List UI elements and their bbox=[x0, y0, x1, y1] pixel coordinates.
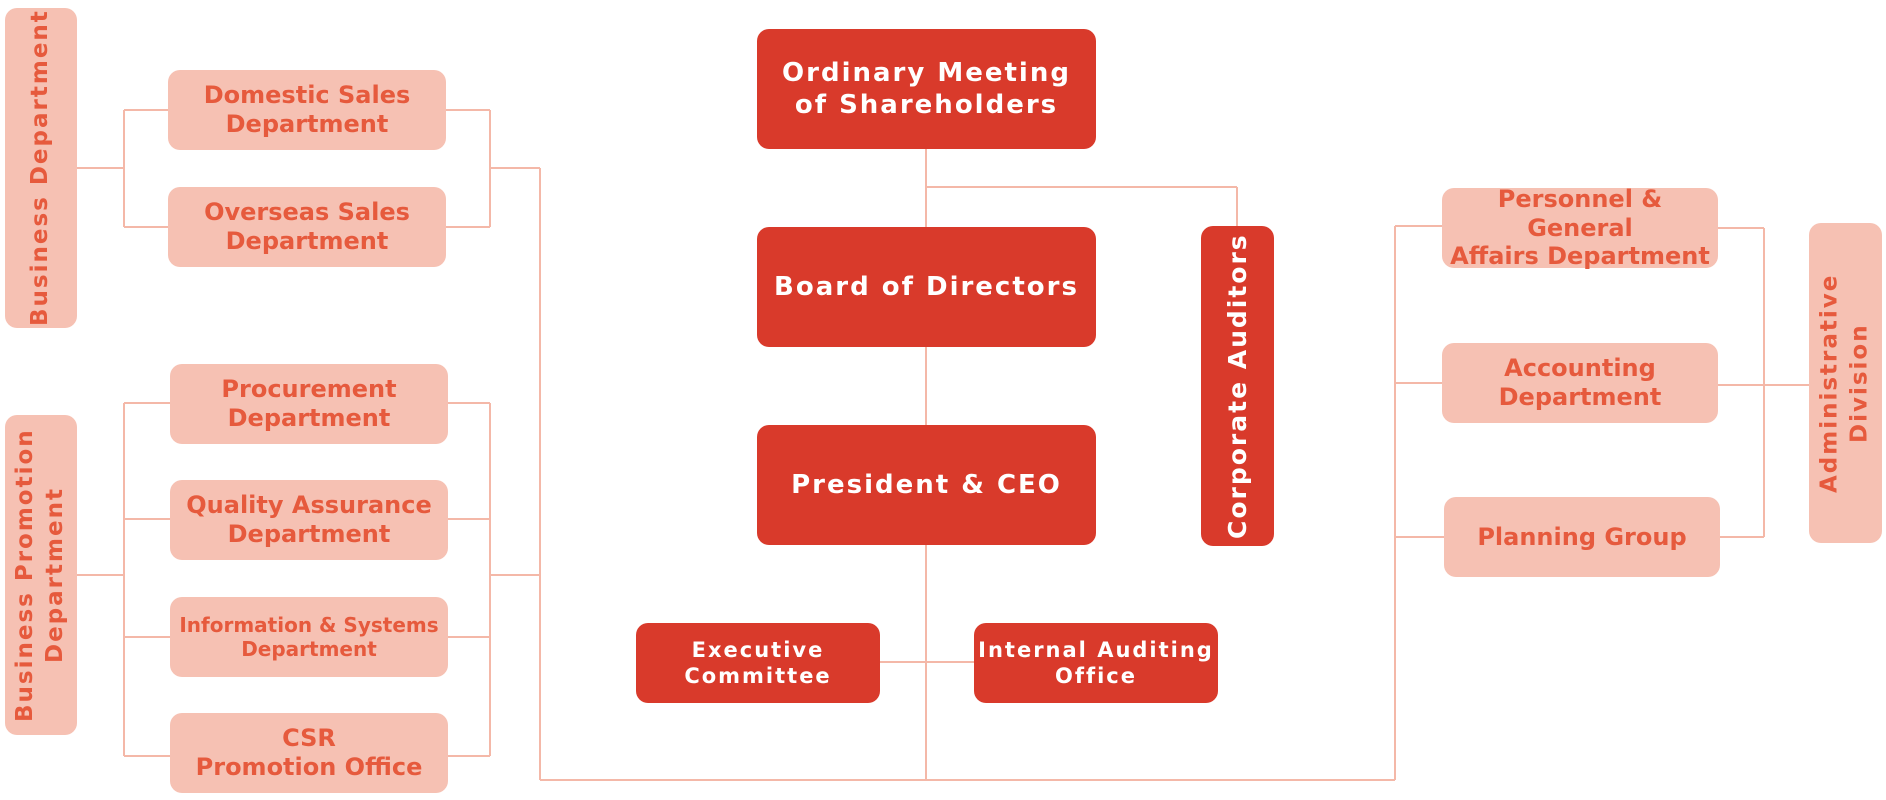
business-promotion-department-label: Business Promotion Department bbox=[5, 415, 77, 735]
accounting-department-box: Accounting Department bbox=[1442, 343, 1718, 423]
csr-promotion-office-box: CSR Promotion Office bbox=[170, 713, 448, 793]
personnel-general-affairs-department-box: Personnel & General Affairs Department bbox=[1442, 185, 1718, 270]
information-systems-department-box: Information & Systems Department bbox=[170, 597, 448, 677]
domestic-sales-department-box: Domestic Sales Department bbox=[168, 70, 446, 150]
overseas-sales-department-box: Overseas Sales Department bbox=[168, 187, 446, 267]
president-ceo-box: President & CEO bbox=[757, 425, 1096, 545]
business-department-label: Business Department bbox=[5, 8, 77, 328]
board-of-directors-box: Board of Directors bbox=[757, 227, 1096, 347]
shareholders-box: Ordinary Meeting of Shareholders bbox=[757, 29, 1096, 149]
planning-group-box: Planning Group bbox=[1444, 497, 1720, 577]
internal-auditing-office-box: Internal Auditing Office bbox=[974, 623, 1218, 703]
executive-committee-box: Executive Committee bbox=[636, 623, 880, 703]
administrative-division-label: Administrative Division bbox=[1809, 223, 1882, 543]
corporate-auditors-box: Corporate Auditors bbox=[1201, 226, 1274, 546]
procurement-department-box: Procurement Department bbox=[170, 364, 448, 444]
quality-assurance-department-box: Quality Assurance Department bbox=[170, 480, 448, 560]
